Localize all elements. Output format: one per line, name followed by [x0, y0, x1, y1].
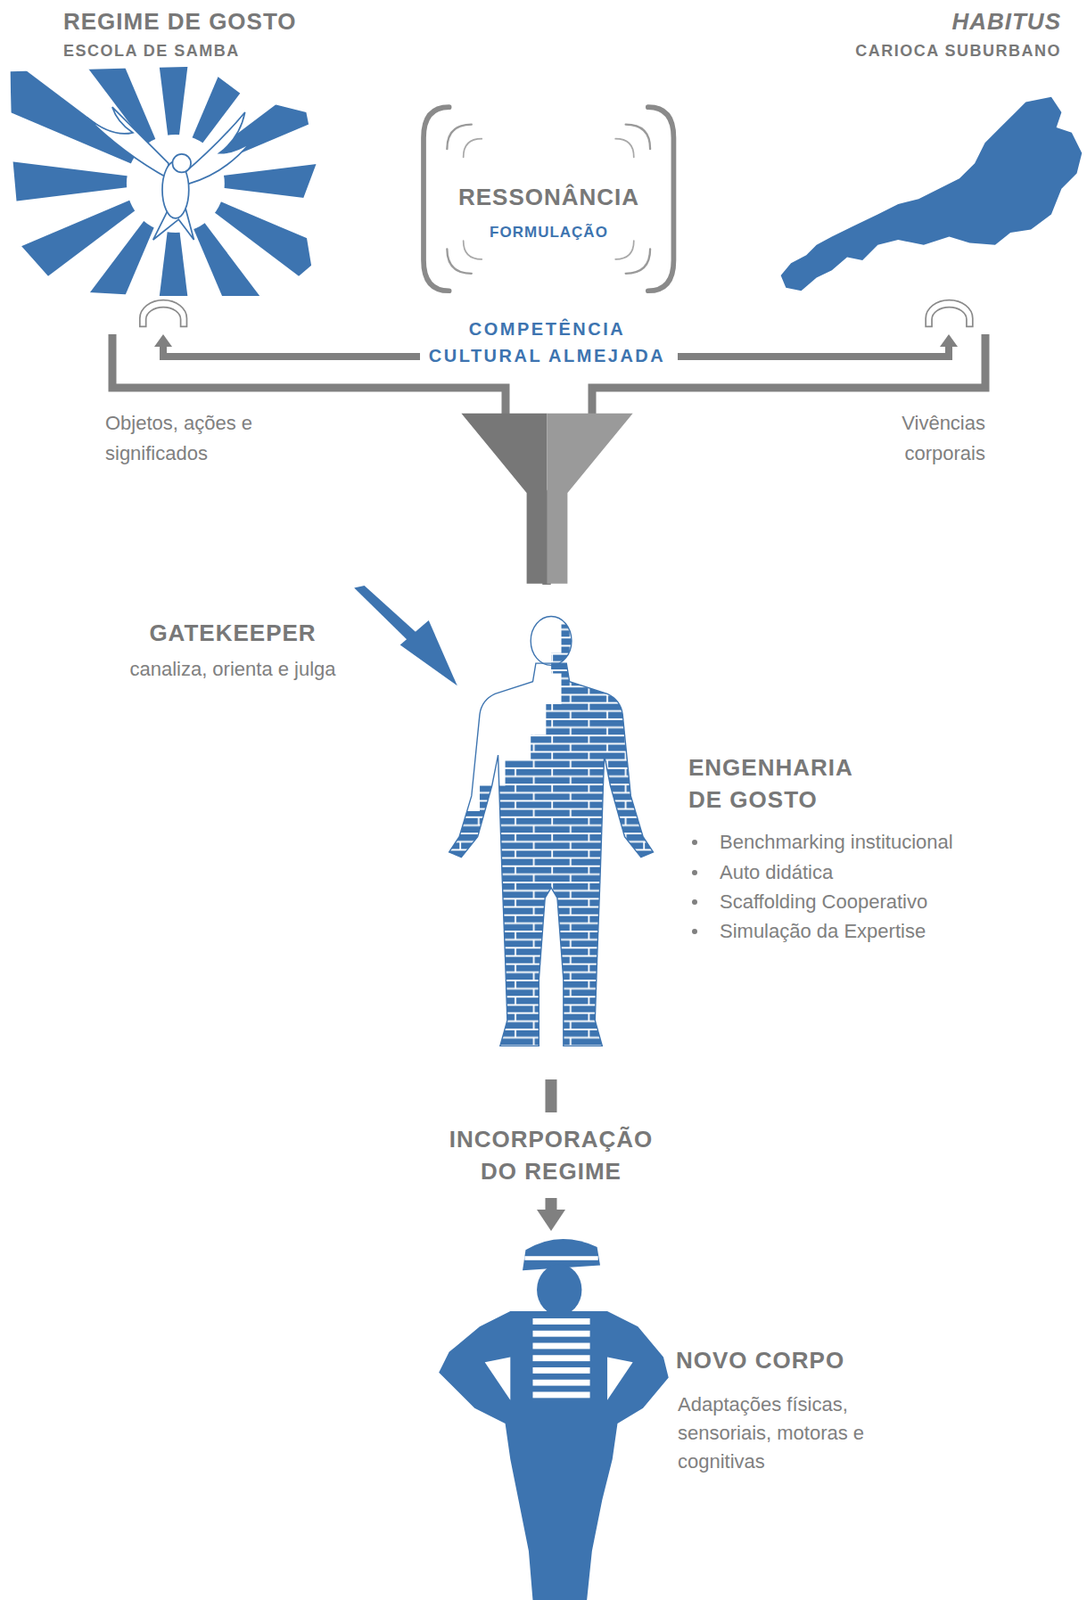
- edge-label-holder: Objetos, ações e significados: [105, 408, 311, 470]
- role-heading-holder: GATEKEEPER: [54, 619, 412, 647]
- node-heading: REGIME DE GOSTO: [63, 8, 297, 35]
- arch-symbol: [139, 300, 188, 328]
- node-text-holder: Benchmarking institucional: [719, 829, 954, 857]
- emblem-node: REGIME DE GOSTO ESCOLA DE SAMBA: [9, 8, 332, 335]
- node-text-holder: Auto didática: [719, 859, 833, 887]
- node-heading: ENGENHARIA DE GOSTO: [688, 751, 867, 816]
- connector: [677, 334, 958, 357]
- node-heading-holder: HABITUS: [951, 8, 1062, 35]
- bullet-dot: [691, 870, 698, 876]
- node-text: Auto didática: [719, 859, 833, 887]
- resonance-brackets: [423, 107, 674, 291]
- role-note-holder: canaliza, orienta e julga: [54, 657, 412, 683]
- competence-node: COMPETÊNCIA CULTURAL ALMEJADA: [419, 312, 678, 373]
- node-text: ESCOLA DE SAMBA: [63, 41, 240, 61]
- node-text-holder: Scaffolding Cooperativo: [719, 889, 928, 916]
- node-heading-holder: ENGENHARIA DE GOSTO: [688, 751, 867, 816]
- trowel-icon: [354, 585, 458, 686]
- node-text-holder: FORMULAÇÃO: [423, 222, 675, 243]
- connector-line: [163, 344, 420, 357]
- state-map: [781, 97, 1083, 292]
- node-text-holder: Simulação da Expertise: [719, 918, 926, 946]
- connector-line: [677, 344, 949, 357]
- node-heading: NOVO CORPO: [675, 1344, 845, 1377]
- node-text: FORMULAÇÃO: [423, 222, 675, 243]
- map-node: HABITUS CARIOCA SUBURBANO: [775, 8, 1082, 335]
- node-heading: COMPETÊNCIA CULTURAL ALMEJADA: [419, 315, 675, 370]
- node-text-holder: ESCOLA DE SAMBA: [63, 41, 240, 61]
- node-text: CARIOCA SUBURBANO: [855, 41, 1062, 61]
- edge-label-holder: INCORPORAÇÃO DO REGIME: [426, 1112, 676, 1199]
- role-note: canaliza, orienta e julga: [54, 657, 412, 683]
- connector-line: [546, 334, 986, 585]
- brick-figure: [428, 612, 664, 1052]
- node-text: Benchmarking institucional: [719, 829, 954, 857]
- connector: [546, 334, 986, 585]
- edge-label: Vivências corporais: [833, 408, 986, 470]
- funnel: [461, 413, 633, 585]
- node-text-holder: CARIOCA SUBURBANO: [855, 41, 1062, 61]
- node-heading-holder: COMPETÊNCIA CULTURAL ALMEJADA: [419, 315, 675, 370]
- node-heading-holder: RESSONÂNCIA: [423, 183, 675, 211]
- new-body-node: NOVO CORPO Adaptações físicas, sensoriais…: [428, 1231, 1026, 1600]
- taste-engineering-node: ENGENHARIA DE GOSTO Benchmarking instituc…: [433, 584, 1026, 1080]
- arrow-head: [154, 334, 173, 347]
- bullet-dot: [691, 839, 698, 846]
- samba-school-emblem: [0, 0, 396, 405]
- node-text: Adaptações físicas, sensoriais, motoras …: [677, 1391, 901, 1477]
- bullet-dot: [691, 929, 698, 935]
- node-text: Scaffolding Cooperativo: [719, 889, 928, 916]
- edge-label: Objetos, ações e significados: [105, 408, 311, 470]
- role-heading: GATEKEEPER: [54, 619, 412, 647]
- node-heading: HABITUS: [951, 8, 1062, 35]
- node-text-holder: Adaptações físicas, sensoriais, motoras …: [677, 1391, 901, 1477]
- node-heading-holder: REGIME DE GOSTO: [63, 8, 297, 35]
- bullet-dot: [691, 899, 698, 906]
- arrow-head: [939, 334, 958, 347]
- connector: [154, 334, 420, 357]
- node-heading: RESSONÂNCIA: [423, 183, 675, 211]
- arch-symbol: [925, 300, 973, 328]
- arrow-head: [536, 1210, 566, 1232]
- edge-label-holder: Vivências corporais: [833, 408, 986, 470]
- node-text: Simulação da Expertise: [719, 918, 926, 946]
- node-heading-holder: NOVO CORPO: [675, 1344, 845, 1377]
- edge-label: INCORPORAÇÃO DO REGIME: [426, 1112, 676, 1199]
- malandro-figure: [438, 1239, 669, 1600]
- resonance-node: RESSONÂNCIA FORMULAÇÃO: [423, 101, 678, 297]
